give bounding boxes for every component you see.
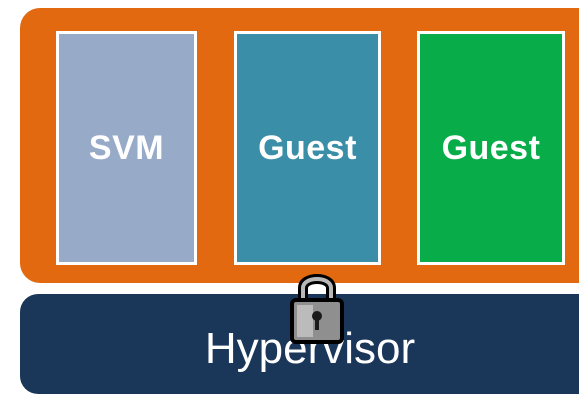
guest-box-2: Guest xyxy=(417,31,565,265)
padlock-icon xyxy=(290,274,344,344)
guest-box-1: Guest xyxy=(234,31,381,265)
svm-box: SVM xyxy=(56,31,197,265)
guest-label-1: Guest xyxy=(258,128,357,167)
guest-label-2: Guest xyxy=(441,128,541,167)
svm-label: SVM xyxy=(88,128,165,167)
